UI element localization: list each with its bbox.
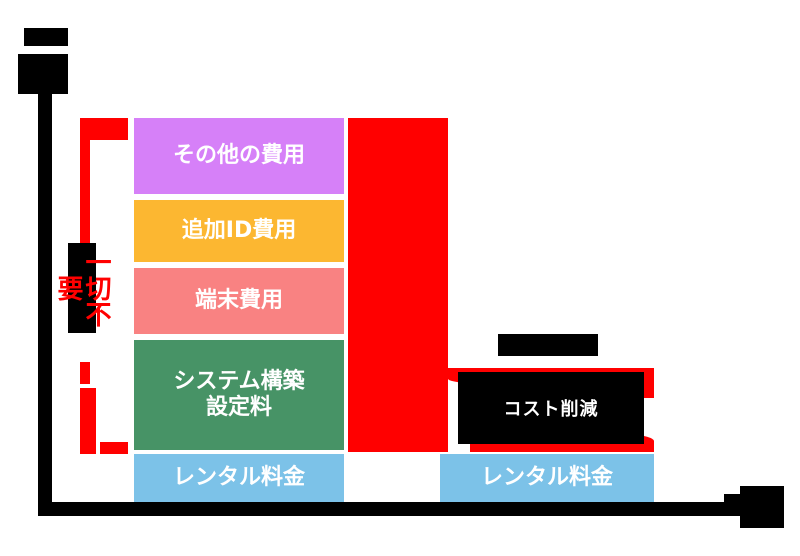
system-fee-line-2: 設定料 — [205, 395, 272, 420]
bar-segment-additional-id-fee: 追加ID費用 — [134, 200, 344, 262]
redacted-x-axis-end-label-tail — [724, 494, 748, 508]
redacted-y-axis-top-label — [24, 28, 68, 46]
bracket-stem-upper — [80, 140, 90, 245]
redacted-bar2-top-label — [498, 334, 598, 356]
bracket-label-unnecessary: 一切不要 — [53, 243, 111, 333]
bracket-stem-lower-b — [80, 388, 96, 454]
x-axis — [38, 502, 758, 516]
bar-segment-other-costs: その他の費用 — [134, 118, 344, 194]
bracket-top-arm — [80, 118, 128, 140]
bar-segment-rental-fee-left: レンタル料金 — [134, 454, 344, 502]
cost-difference-block — [348, 118, 448, 452]
cost-reduction-callout: コスト削減 — [458, 372, 644, 444]
bar-segment-system-setup-fee: システム構築 設定料 — [134, 340, 344, 450]
system-fee-line-1: システム構築 — [173, 369, 305, 394]
bar-segment-device-fee: 端末費用 — [134, 268, 344, 334]
bracket-bottom-arm — [100, 442, 128, 454]
bar-segment-rental-fee-right: レンタル料金 — [440, 454, 654, 502]
redacted-y-axis-label — [18, 54, 68, 94]
y-axis — [38, 70, 52, 516]
bracket-stem-lower-a — [80, 362, 90, 384]
